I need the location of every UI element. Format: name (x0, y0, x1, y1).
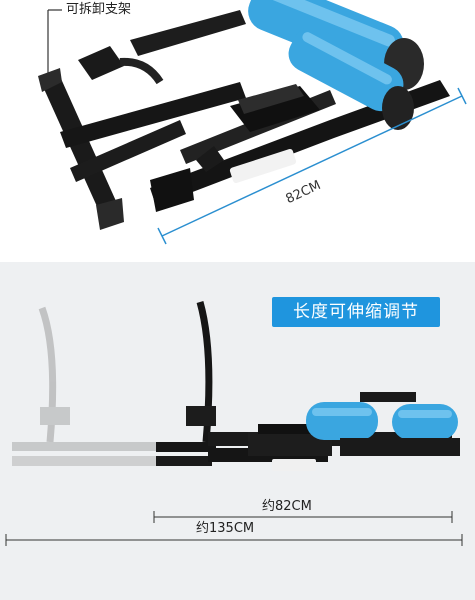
banner-text: 长度可伸缩调节 (293, 302, 419, 322)
roller-rear (306, 402, 378, 440)
roller-trainer-top-photo (38, 0, 467, 245)
callout-detachable-stand: 可拆卸支架 (66, 2, 132, 17)
dimension-label-82cm-approx: 约82CM (262, 499, 312, 514)
rear-roller (248, 0, 424, 90)
roller-trainer-side-photo (5, 301, 463, 546)
front-roller (288, 26, 414, 130)
dimension-82cm-line (153, 511, 453, 523)
roller-front (392, 404, 458, 440)
stand-solid (156, 301, 216, 466)
dimension-82cm-line (157, 87, 467, 245)
extended-frame-ghost (12, 306, 208, 466)
dimension-label-135cm-approx: 约135CM (196, 521, 255, 536)
top-panel: 可拆卸支架 82CM (0, 0, 475, 262)
dimension-135cm-line (5, 534, 463, 546)
adjustable-length-banner: 长度可伸缩调节 (272, 297, 440, 327)
